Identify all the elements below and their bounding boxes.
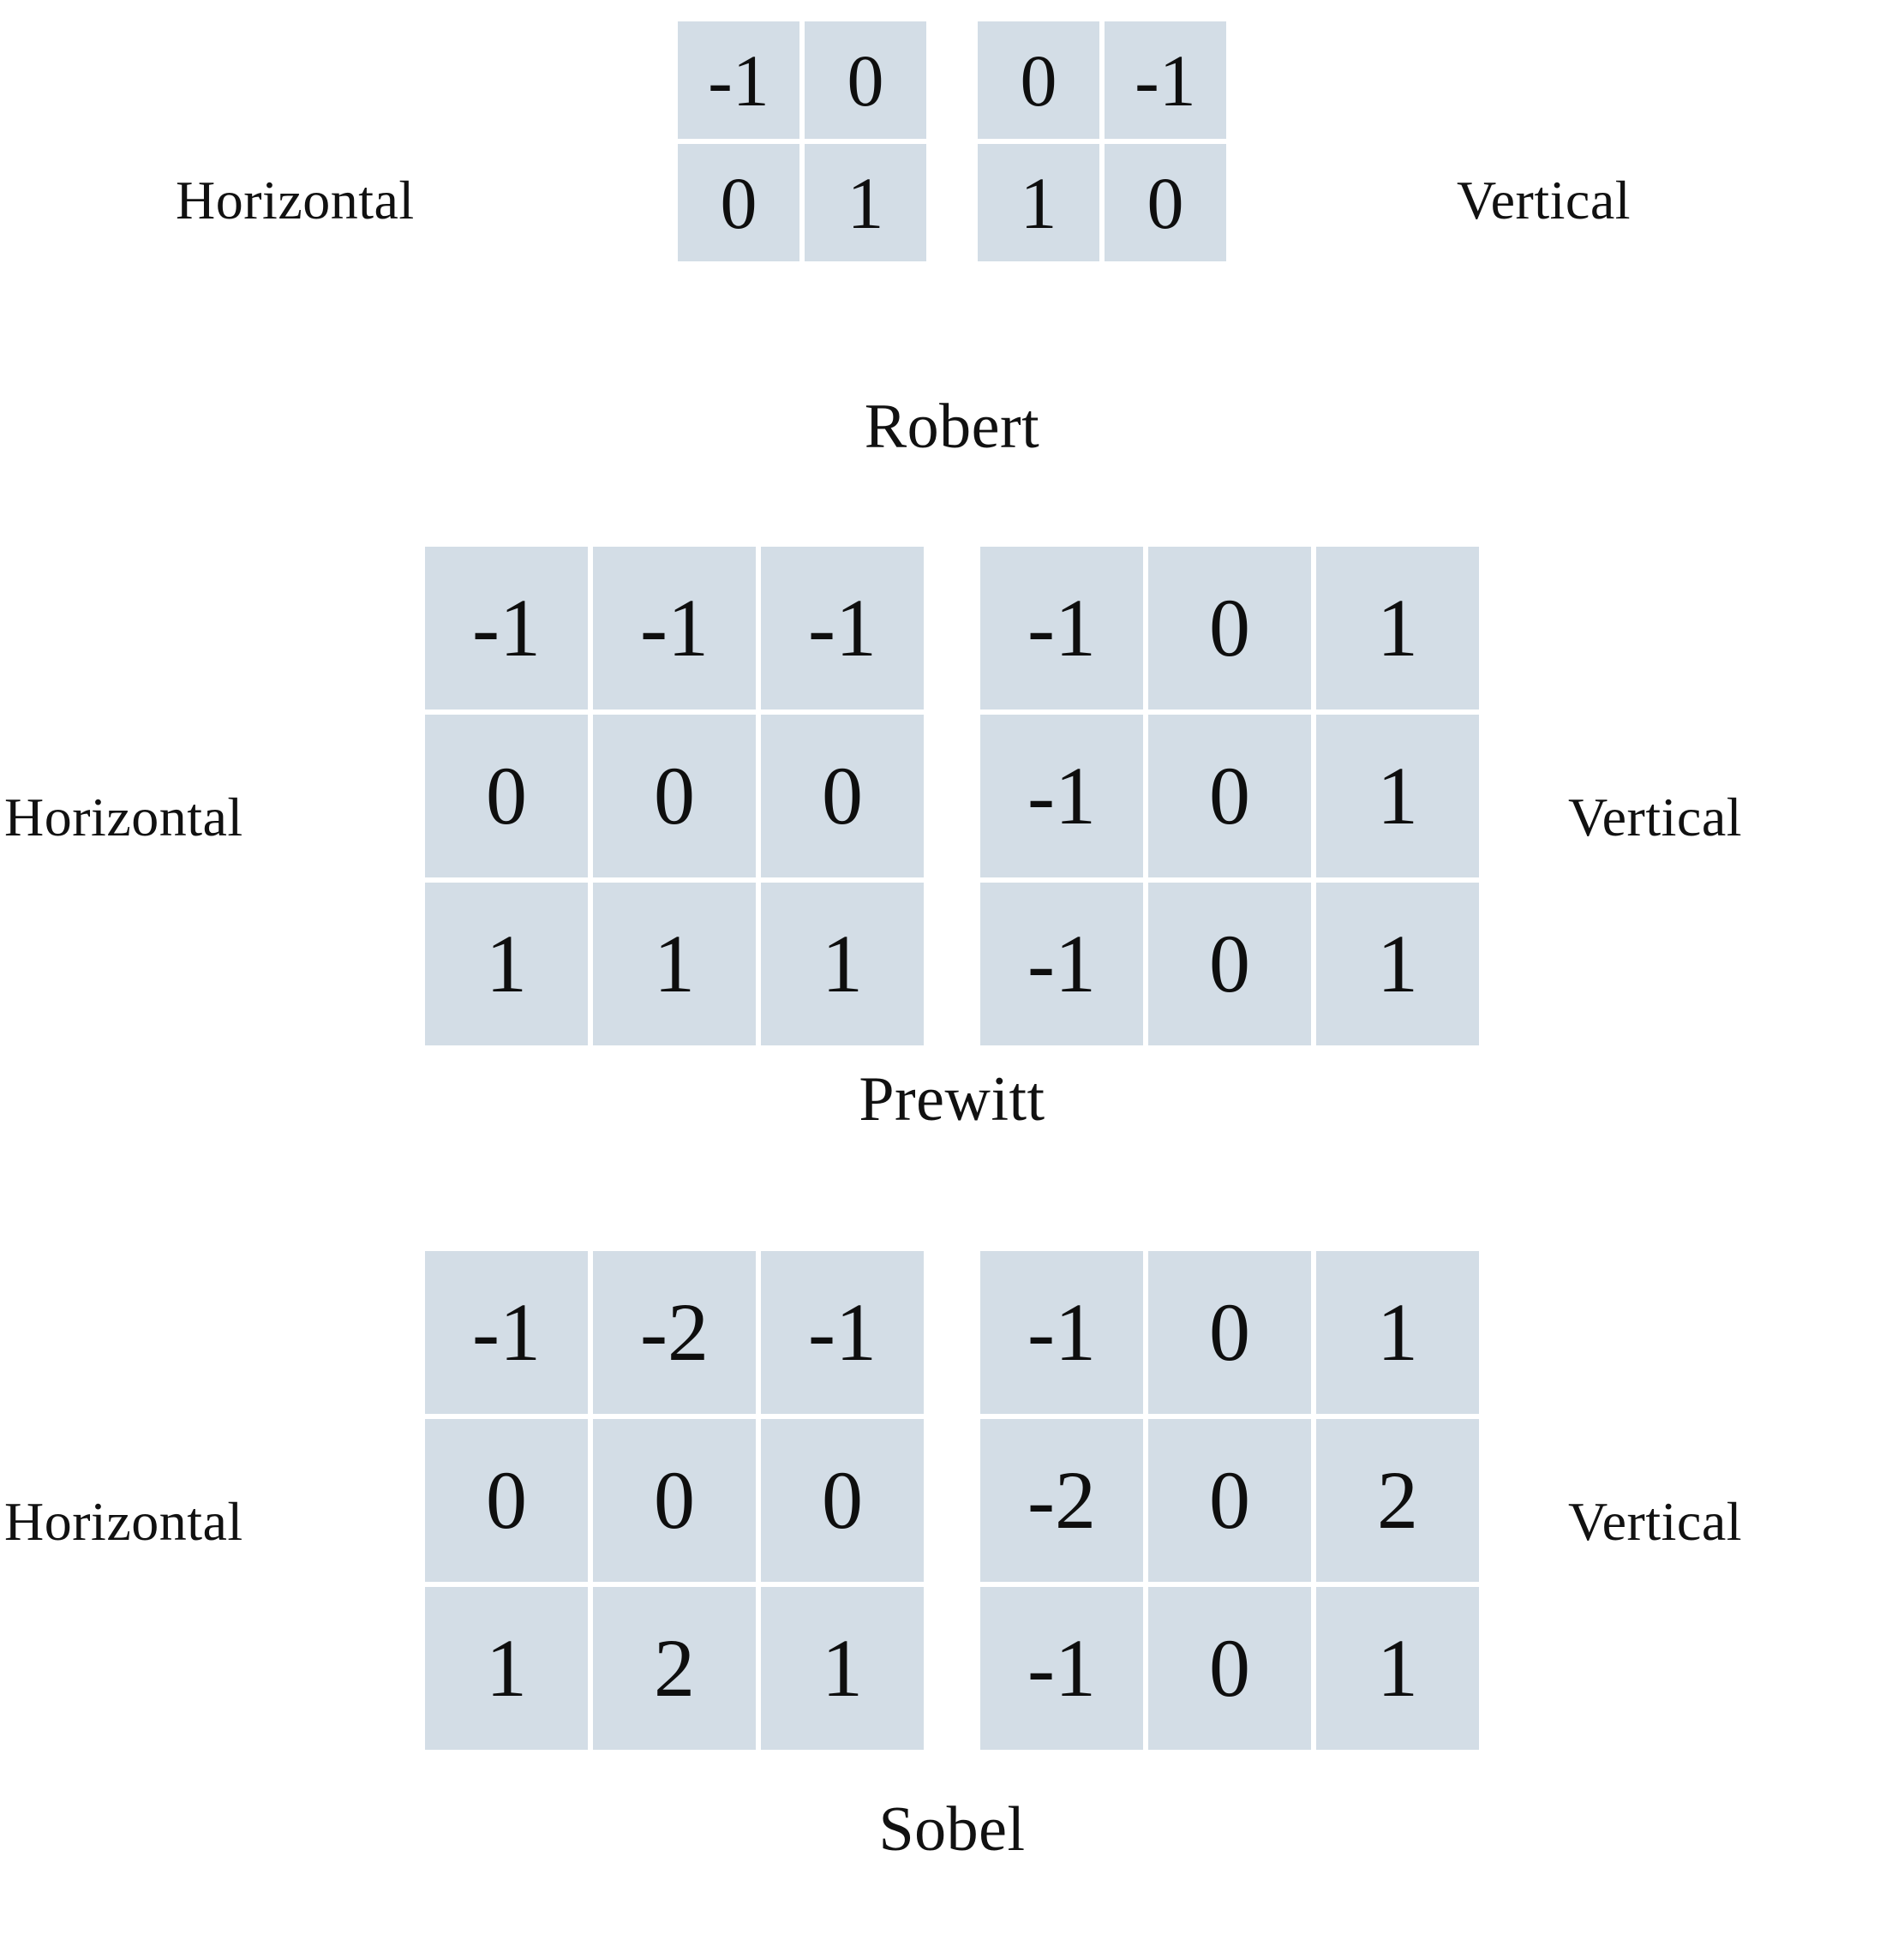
matrix-cell: -1	[425, 547, 588, 710]
matrix-cell: -1	[1105, 21, 1226, 139]
matrix-cell: 0	[761, 715, 924, 877]
matrix-cell: 0	[1148, 1419, 1311, 1582]
matrix-cell: -1	[425, 1251, 588, 1414]
operator-caption-prewitt: Prewitt	[859, 1064, 1045, 1135]
operator-caption-robert: Robert	[864, 392, 1040, 462]
matrix-cell: 0	[1148, 883, 1311, 1045]
matrix-cell: -1	[593, 547, 756, 710]
matrix-cell: 1	[1316, 1587, 1479, 1750]
matrix-cell: 1	[425, 883, 588, 1045]
matrix-cell: 1	[805, 144, 926, 261]
robert-horizontal-label: Horizontal	[176, 170, 415, 231]
sobel-vertical-label: Vertical	[1568, 1491, 1742, 1552]
matrix-cell: 0	[1148, 1587, 1311, 1750]
matrix-cell: 1	[425, 1587, 588, 1750]
matrix-cell: 0	[761, 1419, 924, 1582]
matrix-cell: 0	[678, 144, 799, 261]
matrix-cell: 0	[425, 1419, 588, 1582]
matrix-cell: 1	[1316, 715, 1479, 877]
sobel-horizontal-label: Horizontal	[4, 1491, 243, 1552]
matrix-cell: -1	[980, 1251, 1143, 1414]
prewitt-vertical-label: Vertical	[1568, 787, 1742, 847]
matrix-cell: 1	[1316, 547, 1479, 710]
matrix-cell: -1	[980, 1587, 1143, 1750]
matrix-cell: 2	[593, 1587, 756, 1750]
matrix-cell: 0	[805, 21, 926, 139]
matrix-cell: 1	[761, 1587, 924, 1750]
operator-caption-sobel: Sobel	[878, 1794, 1026, 1865]
matrix-cell: 0	[1148, 1251, 1311, 1414]
matrix-cell: 0	[978, 21, 1099, 139]
matrix-cell: 1	[1316, 883, 1479, 1045]
matrix-cell: -2	[980, 1419, 1143, 1582]
matrix-cell: 1	[761, 883, 924, 1045]
prewitt-horizontal-label: Horizontal	[4, 787, 243, 847]
matrix-cell: -1	[761, 547, 924, 710]
robert-vertical-label: Vertical	[1457, 170, 1631, 231]
matrix-cell: 1	[593, 883, 756, 1045]
matrix-cell: 0	[1148, 715, 1311, 877]
matrix-cell: -1	[980, 715, 1143, 877]
matrix-cell: 0	[1105, 144, 1226, 261]
matrix-cell: 0	[1148, 547, 1311, 710]
matrix-cell: -1	[980, 883, 1143, 1045]
matrix-cell: 0	[425, 715, 588, 877]
matrix-cell: 2	[1316, 1419, 1479, 1582]
matrix-cell: 1	[978, 144, 1099, 261]
matrix-cell: -2	[593, 1251, 756, 1414]
matrix-cell: -1	[980, 547, 1143, 710]
matrix-cell: -1	[761, 1251, 924, 1414]
matrix-cell: 0	[593, 1419, 756, 1582]
matrix-cell: 0	[593, 715, 756, 877]
matrix-cell: -1	[678, 21, 799, 139]
matrix-cell: 1	[1316, 1251, 1479, 1414]
